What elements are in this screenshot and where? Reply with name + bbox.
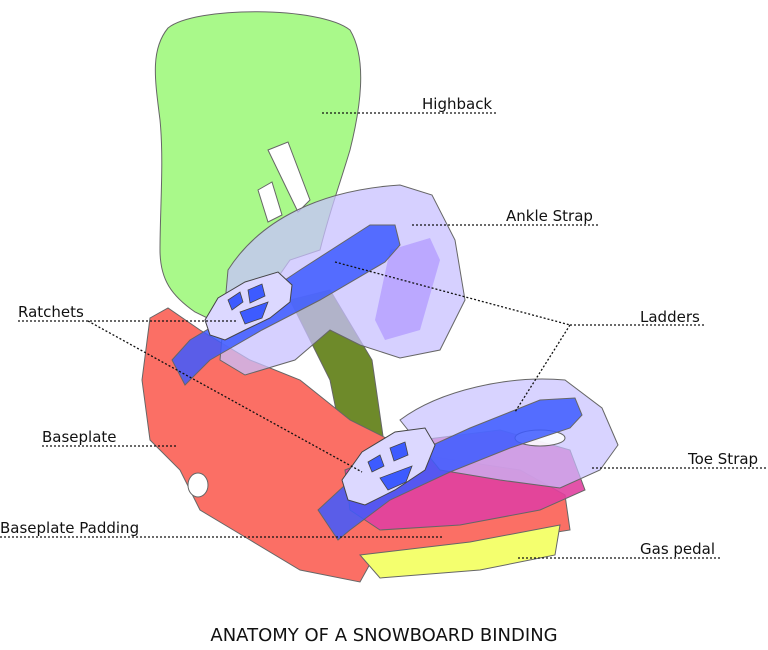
ratchet-slot-icon [239,301,269,325]
ratchet-slot-icon [389,441,409,462]
toe-ratchet-shape [341,427,436,506]
gas-pedal-shape [359,524,561,579]
leader-ladders-b [514,324,571,413]
leader-ratchets-b [87,320,363,473]
ratchet-slot-icon [227,291,244,311]
label-ladders: Ladders [640,308,700,326]
label-toe-strap: Toe Strap [687,450,758,468]
ankle-ratchet-shape [204,271,293,341]
highback-cutout-icon [257,181,283,223]
highback-cutout-icon [267,141,311,213]
label-highback: Highback [422,95,492,113]
leader-ladders-a [334,261,571,326]
label-gas-pedal: Gas pedal [640,540,715,558]
leader-lines [0,112,766,559]
baseplate-hole-icon [187,472,209,498]
ankle-strap-pad-shape [375,238,440,340]
label-baseplate-padding: Baseplate Padding [0,519,139,537]
label-ratchets: Ratchets [18,303,84,321]
label-ankle-strap: Ankle Strap [506,207,593,225]
ratchet-slot-icon [247,283,266,304]
ratchet-slot-icon [367,454,385,473]
label-baseplate: Baseplate [42,428,117,446]
ratchet-slot-icon [379,465,413,491]
diagram-title: ANATOMY OF A SNOWBOARD BINDING [210,625,557,646]
